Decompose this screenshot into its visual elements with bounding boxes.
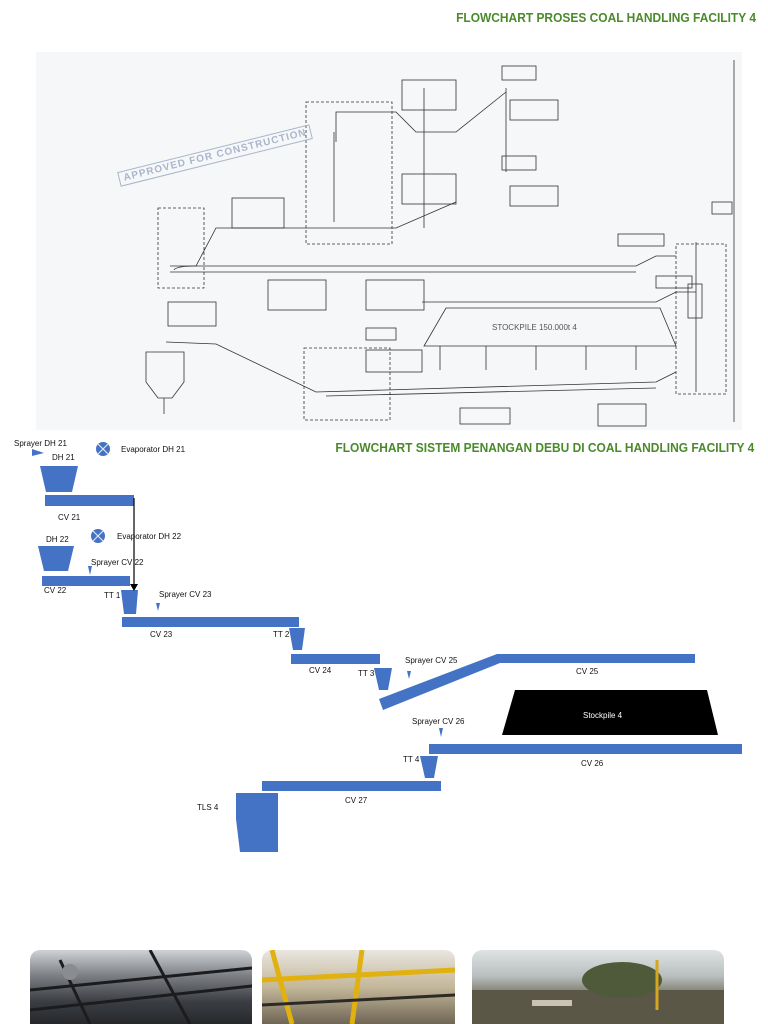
dust-flowchart: Stockpile 4 Sprayer DH 21 Evaporator DH … <box>14 439 742 852</box>
dust-flowchart-title: FLOWCHART SISTEM PENANGAN DEBU DI COAL H… <box>335 440 754 455</box>
photo-stockpile-site-art <box>472 960 724 1024</box>
cv26-label: CV 26 <box>581 759 604 768</box>
tt3-chute <box>374 668 392 690</box>
process-engineering-drawing: APPROVED FOR CONSTRUCTION <box>36 52 742 430</box>
cv25-conveyor <box>497 654 695 663</box>
sprayer-cv25 <box>407 671 411 679</box>
cv22-conveyor <box>42 576 130 586</box>
cv25-incline-conveyor <box>379 654 500 710</box>
tt2-label: TT 2 <box>273 630 290 639</box>
tls4-label: TLS 4 <box>197 803 219 812</box>
tt1-chute <box>121 590 138 614</box>
cv23-conveyor <box>122 617 299 627</box>
cv27-conveyor <box>262 781 441 791</box>
dh22-label: DH 22 <box>46 535 69 544</box>
stockpile-4 <box>502 690 718 735</box>
evaporator-dh22-label: Evaporator DH 22 <box>117 532 182 541</box>
sprayer-cv22-label: Sprayer CV 22 <box>91 558 144 567</box>
photo-conveyor-interior <box>30 950 252 1024</box>
sprayer-cv22 <box>88 566 92 575</box>
cv26-conveyor <box>429 744 742 754</box>
dh22-hopper <box>38 546 74 571</box>
cv22-label: CV 22 <box>44 586 67 595</box>
cv24-conveyor <box>291 654 380 664</box>
tt1-label: TT 1 <box>104 591 121 600</box>
cv27-label: CV 27 <box>345 796 368 805</box>
tt2-chute <box>289 628 305 650</box>
photo-conveyor-structure <box>262 950 455 1024</box>
photo-stockpile-site <box>472 950 724 1024</box>
sprayer-cv25-label: Sprayer CV 25 <box>405 656 458 665</box>
photo-conveyor-structure-art <box>262 950 455 1024</box>
sprayer-dh21 <box>32 449 44 456</box>
evaporator-dh21-label: Evaporator DH 21 <box>121 445 186 454</box>
dh21-label: DH 21 <box>52 453 75 462</box>
sprayer-cv26 <box>439 728 443 737</box>
cv23-label: CV 23 <box>150 630 173 639</box>
stockpile-4-label: Stockpile 4 <box>583 711 623 720</box>
tt3-label: TT 3 <box>358 669 375 678</box>
cv21-conveyor <box>45 495 134 506</box>
tls4-upper <box>236 793 278 819</box>
tt4-chute <box>420 756 438 778</box>
cv24-label: CV 24 <box>309 666 332 675</box>
sprayer-cv26-label: Sprayer CV 26 <box>412 717 465 726</box>
dh21-hopper <box>40 466 78 492</box>
stockpile-drawing-label: STOCKPILE 150.000t 4 <box>492 323 577 332</box>
tt4-label: TT 4 <box>403 755 420 764</box>
cv21-label: CV 21 <box>58 513 81 522</box>
tls4-lower <box>236 819 278 852</box>
sprayer-cv23-label: Sprayer CV 23 <box>159 590 212 599</box>
cv25-label: CV 25 <box>576 667 599 676</box>
process-flowchart-title: FLOWCHART PROSES COAL HANDLING FACILITY … <box>456 10 756 25</box>
drawing-schematic: STOCKPILE 150.000t 4 <box>145 60 735 427</box>
sprayer-dh21-label: Sprayer DH 21 <box>14 439 67 448</box>
photo-conveyor-interior-art <box>30 950 252 1024</box>
sprayer-cv23 <box>156 603 160 611</box>
